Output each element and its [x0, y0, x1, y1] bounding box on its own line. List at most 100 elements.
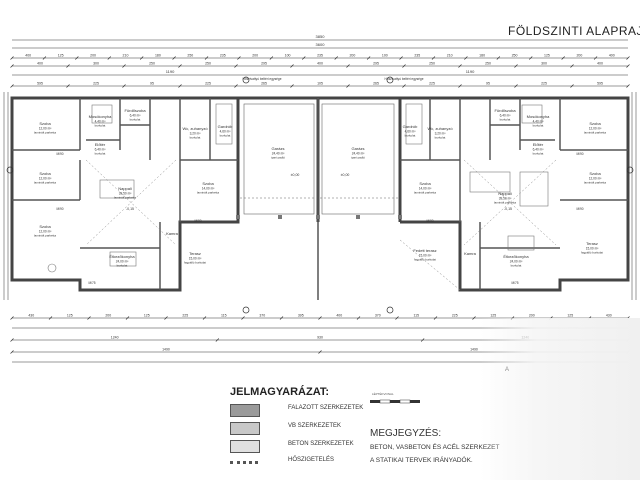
dimension-label: 100 [285, 54, 291, 58]
room-name: Szoba [202, 181, 214, 186]
legend-item: BETON SZERKEZETEK [230, 440, 380, 453]
dimension-label: 125 [67, 314, 73, 318]
dimension-tick [66, 64, 70, 68]
legend-label: FALAZOTT SZERKEZETEK [288, 405, 364, 411]
level-mark: -0,15 [126, 207, 134, 211]
dimension-label: 180 [155, 54, 161, 58]
room-area: 4,40 m² [95, 120, 106, 124]
dimension-label: 930 [317, 336, 323, 340]
dimension-tick [234, 64, 238, 68]
room-name: Nappali [498, 191, 512, 196]
dimension-tick [356, 316, 361, 320]
room-area: 15,00 m² [419, 254, 432, 258]
dimension-label: 430 [28, 314, 34, 318]
dimension-label: 200 [576, 54, 582, 58]
dimension-tick [464, 56, 468, 60]
room-floor: burkolat [95, 124, 106, 128]
dimension-tick [234, 84, 238, 88]
dimension-label: 235 [317, 54, 323, 58]
left-dimension-lines [3, 92, 637, 300]
section-markers [6, 76, 634, 314]
dimension-label: 265 [261, 82, 267, 86]
dimension-label: 1490 [470, 348, 478, 352]
dimension-label: 225 [429, 82, 435, 86]
dimension-label: 265 [373, 82, 379, 86]
dimension-tick [48, 316, 53, 320]
room-name: Mosókonyha [527, 114, 550, 119]
room-area: 39,50 m² [499, 197, 512, 201]
dimension-label: 250 [149, 62, 155, 66]
room-name: Fedett terasz [413, 248, 436, 253]
dimension-label: 115 [221, 314, 227, 318]
dimension-tick [472, 316, 476, 320]
dimension-tick [318, 350, 322, 354]
room-name: Szoba [589, 171, 601, 176]
note-line: BETON, VASBETON ÉS ACÉL SZERKEZET [370, 444, 500, 451]
dimension-tick [626, 64, 630, 68]
room-floor: burkolat [533, 152, 544, 156]
dimension-label: 200 [349, 54, 355, 58]
dimension-label: 295 [261, 62, 267, 66]
dimension-tick [395, 316, 399, 320]
dimension-tick [290, 84, 294, 88]
door-code: M/90 [576, 152, 583, 156]
interior-walls [12, 98, 628, 300]
dimension-tick [172, 56, 176, 60]
room-area: 6,40 m² [533, 148, 544, 152]
room-area: 24,40 m² [352, 152, 365, 156]
room-floor: fagyálló burkolat [414, 258, 436, 262]
room-name: Szoba [39, 121, 51, 126]
room-floor: burkolat [117, 264, 128, 268]
dimension-label: 400 [336, 314, 342, 318]
room-area: 12,00 m² [39, 127, 52, 131]
dimension-label: 300 [541, 62, 547, 66]
dimension-tick [570, 84, 574, 88]
dimension-tick [420, 338, 425, 342]
dimension-tick [402, 64, 406, 68]
dimension-label: 370 [375, 314, 381, 318]
legend-label: HŐSZIGETELÉS [288, 457, 335, 463]
dimension-label: 210 [447, 54, 453, 58]
legend-swatch [230, 440, 260, 453]
room-area: 24,00 m² [510, 260, 523, 264]
dimension-tick [402, 84, 406, 88]
dimension-tick [87, 316, 91, 320]
dimension-label: 125 [544, 54, 550, 58]
level-mark: ±0,00 [341, 173, 350, 177]
room-floor: burkolat [220, 134, 231, 138]
dimension-tick [346, 64, 350, 68]
room-area: 12,00 m² [39, 230, 52, 234]
dimension-tick [290, 64, 294, 68]
room-area: 14,00 m² [202, 187, 215, 191]
dimension-label: 225 [93, 82, 99, 86]
top-dimension-ticks [10, 56, 630, 88]
dimension-tick [204, 56, 209, 60]
dimension-label: 3850 [316, 34, 326, 39]
dimension-label: 400 [317, 62, 323, 66]
dimension-tick [433, 316, 438, 320]
dimension-tick [10, 338, 14, 342]
room-name: Gardrób [218, 124, 233, 129]
room-floor: laminált parketta [114, 196, 136, 200]
room-area: 3,20 m² [190, 132, 201, 136]
door-code: M/75 [511, 281, 518, 285]
dimension-tick [107, 56, 112, 60]
dimension-tick [10, 84, 14, 88]
room-name: Előtér [95, 142, 106, 147]
room-name: Fürdőszoba [494, 108, 516, 113]
dimension-label: 180 [479, 54, 485, 58]
dimension-tick [496, 56, 501, 60]
room-name: Terasz [189, 251, 201, 256]
room-floor: laminált parketta [494, 201, 516, 205]
room-floor: burkolat [190, 136, 201, 140]
room-area: 4,60 m² [405, 130, 416, 134]
dimension-label: 1190 [466, 69, 475, 74]
room-floor: ipari padló [351, 156, 365, 160]
room-name: Garázs [352, 146, 365, 151]
room-floor: fagyálló burkolat [581, 251, 603, 255]
room-area: 15,00 m² [189, 257, 202, 261]
dimension-tick [279, 316, 284, 320]
dimension-tick [237, 56, 241, 60]
